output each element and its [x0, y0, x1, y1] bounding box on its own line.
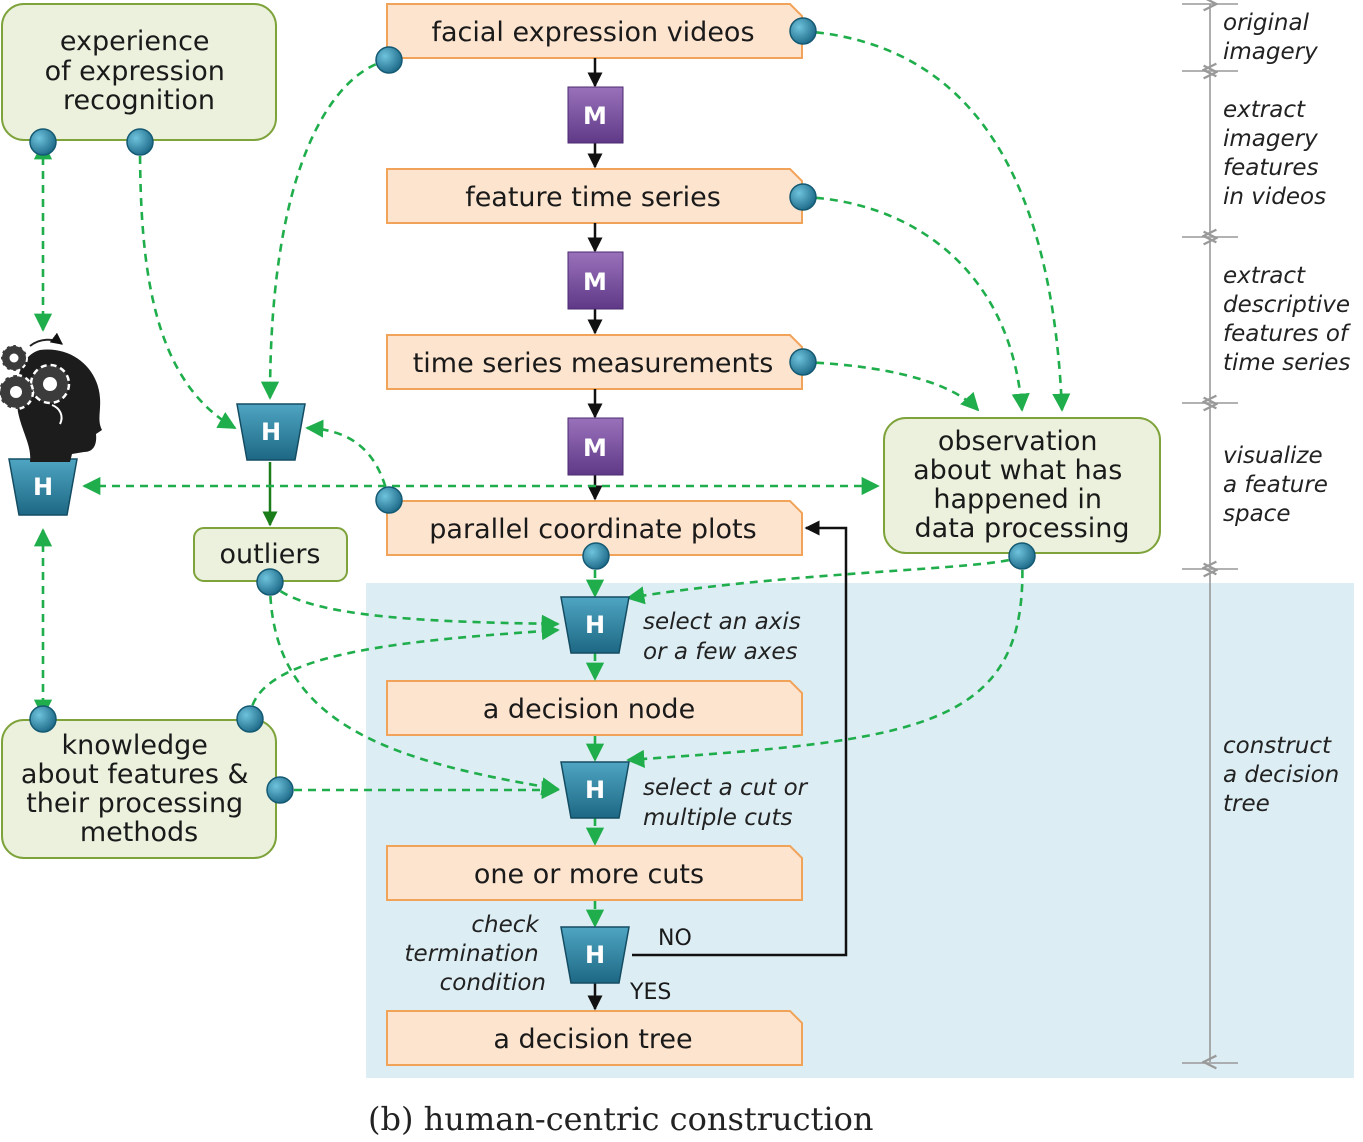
figure-caption: (b) human-centric construction — [368, 1100, 874, 1138]
svg-text:a decision tree: a decision tree — [493, 1024, 692, 1055]
data-node-facial-videos: facial expression videos — [386, 3, 803, 59]
svg-text:parallel coordinate plots: parallel coordinate plots — [429, 514, 756, 545]
data-node-feature-time-series: feature time series — [386, 168, 803, 224]
human-process-head: H — [8, 458, 78, 516]
outliers-label: outliers — [220, 539, 321, 570]
note-select-cut: select a cut or multiple cuts — [643, 775, 814, 831]
branch-no-label: NO — [658, 926, 692, 951]
svg-text:time series measurements: time series measurements — [413, 348, 774, 379]
machine-process-2: M — [567, 251, 624, 310]
svg-text:H: H — [33, 473, 53, 501]
svg-text:feature time series: feature time series — [465, 182, 721, 213]
data-node-ts-measurements: time series measurements — [386, 334, 803, 390]
human-process-termination: H — [560, 926, 630, 984]
svg-text:H: H — [585, 611, 605, 639]
port-connector-icon — [29, 17, 1036, 804]
decision-tree-region — [366, 583, 1354, 1078]
human-head-gears-icon — [0, 332, 102, 462]
svg-text:M: M — [583, 434, 607, 462]
stage-axis — [1182, 4, 1238, 1063]
data-node-decision-node: a decision node — [386, 680, 803, 736]
data-node-cuts: one or more cuts — [386, 845, 803, 901]
svg-text:H: H — [585, 941, 605, 969]
machine-process-1: M — [567, 86, 624, 144]
knowledge-label: knowledge about features & their process… — [21, 730, 257, 848]
note-check-termination: check termination condition — [405, 912, 546, 996]
svg-text:H: H — [261, 418, 281, 446]
machine-process-3: M — [567, 417, 624, 476]
branch-yes-label: YES — [629, 980, 671, 1005]
experience-label: experience of expression recognition — [45, 26, 234, 116]
data-node-decision-tree: a decision tree — [386, 1010, 803, 1066]
svg-text:a decision node: a decision node — [483, 694, 695, 725]
svg-text:H: H — [585, 776, 605, 804]
svg-text:facial expression videos: facial expression videos — [431, 17, 754, 48]
human-process-select-cut: H — [560, 761, 630, 819]
svg-text:one or more cuts: one or more cuts — [474, 859, 704, 890]
knowledge-flow-arrows — [33, 29, 1071, 928]
human-process-select-axis: H — [560, 596, 630, 654]
human-process-outliers: H — [236, 403, 306, 461]
observation-label: observation about what has happened in d… — [913, 426, 1131, 544]
svg-text:M: M — [583, 102, 607, 130]
note-select-axis: select an axis or a few axes — [643, 609, 808, 665]
data-node-pcp: parallel coordinate plots — [386, 500, 803, 556]
svg-text:M: M — [583, 268, 607, 296]
